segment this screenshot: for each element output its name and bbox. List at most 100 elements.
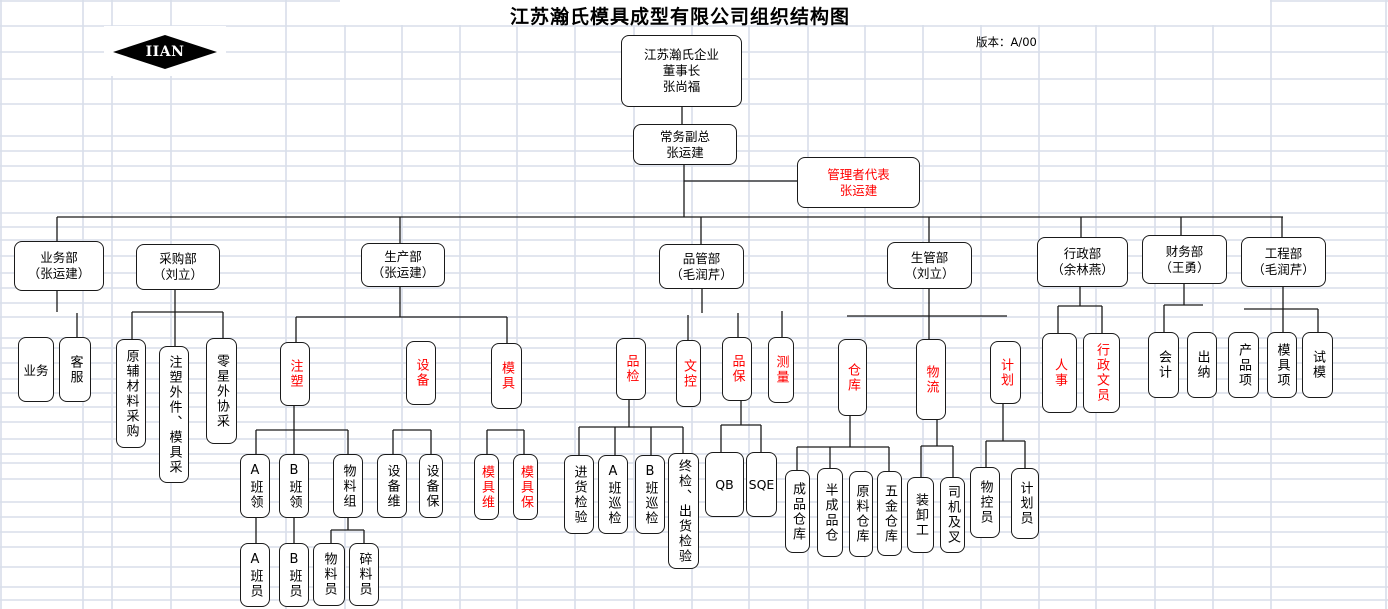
dept-quality: 品管部 （毛润芹） [659,244,744,289]
unit-label: 产品项 [1236,342,1251,388]
unit-node: 终检、出货检验 [668,453,699,569]
unit-label: 司机及叉 [945,485,960,545]
chart-title: 江苏瀚氏模具成型有限公司组织结构图 [509,6,850,28]
unit-node: 产品项 [1228,332,1259,398]
unit-label: 计划 [998,357,1013,388]
unit-label: 物料组 [340,463,356,509]
management-rep-title: 管理者代表 [827,166,890,182]
deputy-gm-name: 张运建 [666,144,704,160]
unit-label: 品保 [729,354,745,384]
unit-label: A班巡检 [605,463,621,526]
unit-label: B班员 [286,551,302,599]
unit-label: 行政文员 [1094,343,1109,403]
unit-node: 司机及叉 [940,477,965,553]
unit-node: A班员 [240,543,270,607]
unit-label: A班领 [247,462,263,510]
dept-sales: 业务部 （张运建） [14,241,104,291]
unit-label: 模具保 [518,464,533,510]
unit-label: 成品仓库 [790,481,805,542]
management-rep-node: 管理者代表 张运建 [797,157,920,208]
unit-label: 物料员 [321,552,337,597]
unit-node: 原料仓库 [849,471,873,557]
dept-head: （余林燕） [1051,262,1114,277]
unit-label: 物控员 [977,480,993,525]
unit-node: 零星外协采 [206,338,237,444]
unit-node: 品检 [616,338,646,400]
diamond-logo-icon [113,35,217,69]
dept-purchasing: 采购部 （刘立） [136,244,220,290]
unit-node: 物料员 [313,543,345,606]
unit-node: 测量 [768,337,794,403]
dept-head: （毛润芹） [1252,262,1315,277]
chairman-company: 江苏瀚氏企业 [643,47,719,62]
unit-node: 半成品仓 [817,468,843,557]
unit-label: 仓库 [845,362,860,393]
unit-node: 设备保 [419,454,443,518]
unit-label: 试模 [1310,350,1325,380]
unit-label: 设备维 [384,463,400,509]
dept-engineering: 工程部 （毛润芹） [1241,237,1326,287]
unit-label: 零星外协采 [214,353,229,429]
unit-node: 会计 [1148,332,1179,398]
unit-node: 装卸工 [907,477,934,553]
unit-label: 进货检验 [571,464,587,525]
unit-node: 成品仓库 [785,470,810,553]
unit-label: 注塑 [287,359,303,389]
unit-node: 设备维 [377,454,407,518]
dept-name: 采购部 [159,251,197,266]
unit-label: 注塑外件、模具采 [166,354,182,475]
unit-label: 计划员 [1017,481,1033,526]
dept-head: （王勇） [1159,259,1210,275]
unit-label: B班领 [286,462,302,510]
unit-node: 设备 [406,341,436,405]
deputy-gm-node: 常务副总 张运建 [633,124,737,165]
dept-production-control: 生管部 （刘立） [887,242,972,289]
unit-label: 原辅材料采购 [123,348,139,439]
unit-label: 设备 [413,358,429,388]
dept-name: 生管部 [910,249,949,265]
title-mask [340,0,1270,25]
dept-name: 工程部 [1264,246,1303,261]
unit-node: 仓库 [838,339,867,416]
unit-node: 客服 [59,337,91,402]
unit-label: 模具项 [1274,342,1290,388]
company-logo: IIAN [112,34,218,70]
unit-node: B班领 [279,454,309,518]
unit-node: 五金仓库 [877,471,902,556]
unit-label: 物流 [923,364,939,395]
unit-label: 人事 [1052,358,1067,388]
unit-node: 模具 [491,343,522,409]
unit-node: B班巡检 [635,455,665,534]
deputy-gm-title: 常务副总 [659,128,710,144]
unit-label: 半成品仓 [822,482,838,543]
unit-node: 品保 [722,337,752,401]
unit-label: 测量 [773,355,789,385]
unit-node: SQE [746,452,777,517]
unit-node: B班员 [279,543,309,607]
unit-node: 模具项 [1267,332,1297,398]
unit-label: 文控 [681,358,696,389]
unit-node: 注塑 [280,342,310,406]
unit-node: 物料组 [333,454,363,518]
version-label: 版本：A/00 [976,35,1037,49]
unit-node: 行政文员 [1083,333,1120,413]
unit-label: 设备保 [423,463,439,509]
unit-node: 原辅材料采购 [116,339,146,448]
unit-label: 装卸工 [913,492,928,538]
unit-node: 物流 [916,339,946,420]
unit-label: B班巡检 [642,463,658,526]
dept-head: （张运建） [371,265,435,280]
chairman-node: 江苏瀚氏企业 董事长 张尚福 [621,35,742,107]
unit-label: 模具维 [479,464,494,510]
dept-name: 生产部 [384,249,422,264]
dept-head: （刘立） [904,265,955,281]
unit-label: QB [715,477,734,492]
dept-name: 业务部 [40,250,78,265]
unit-node: 进货检验 [564,455,594,534]
logo-text: IIAN [145,44,185,60]
unit-label: 会计 [1156,350,1171,380]
unit-node: QB [705,452,744,517]
unit-label: 终检、出货检验 [676,458,691,564]
unit-label: 碎料员 [356,552,372,597]
